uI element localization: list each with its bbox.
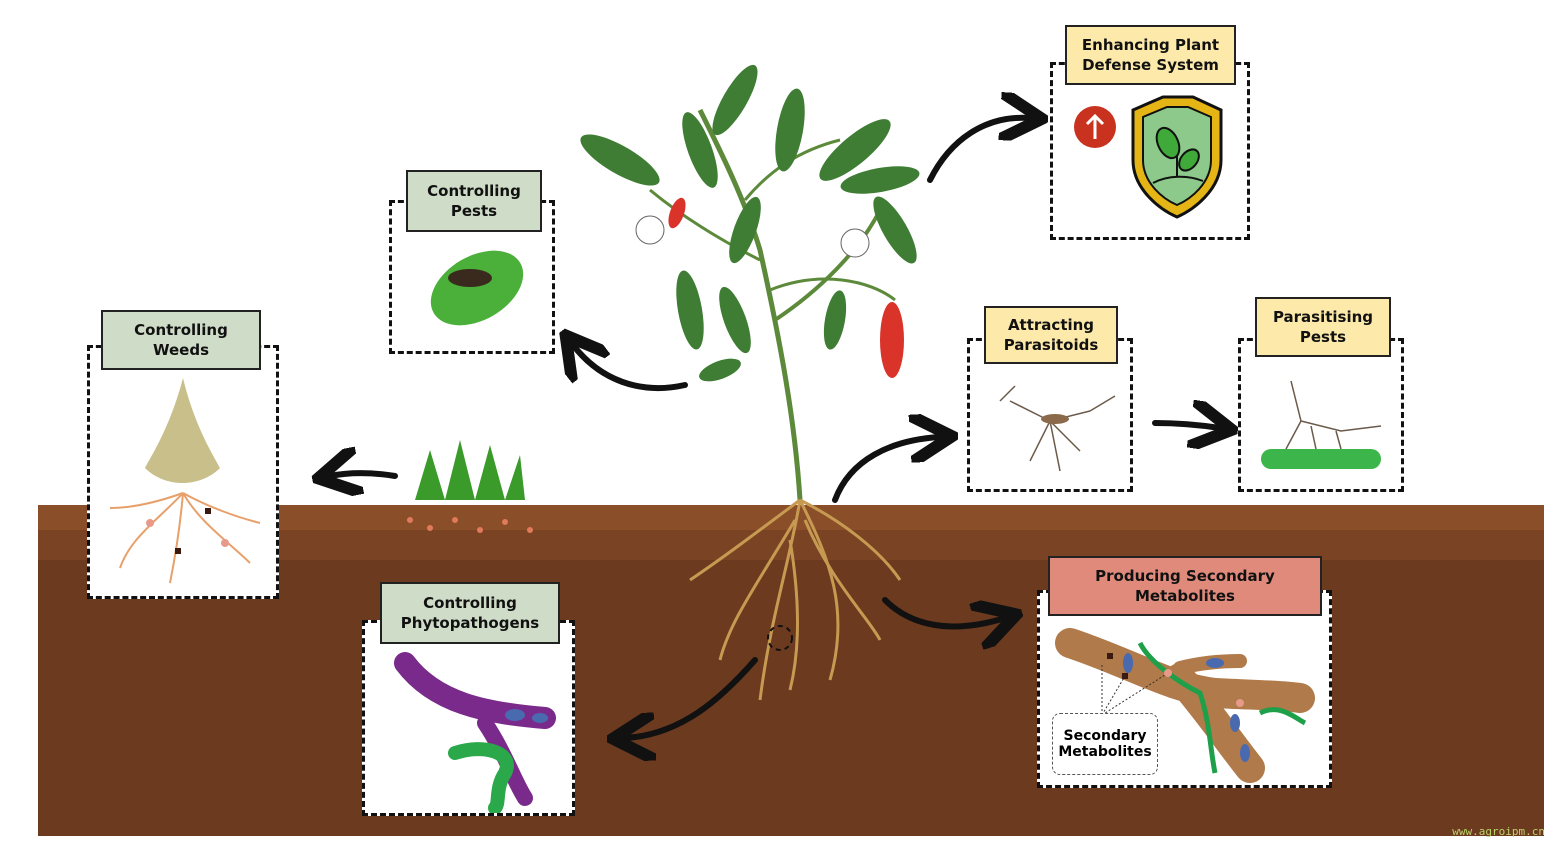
- arrow-to-pests: [573, 345, 688, 391]
- defense-illustration: [1074, 95, 1223, 219]
- label-producing-metabolites: Producing Secondary Metabolites: [1048, 556, 1322, 616]
- arrow-to-parasitising: [1152, 423, 1220, 428]
- hyphae-interaction-icon: [394, 652, 556, 813]
- label-enhancing-defense: Enhancing Plant Defense System: [1065, 25, 1236, 85]
- plant-roots: [689, 498, 902, 701]
- label-controlling-weeds: Controlling Weeds: [101, 310, 261, 370]
- card-parasitising-pests: [1238, 338, 1404, 492]
- card-controlling-phytopathogens: [362, 620, 575, 816]
- arrow-to-defense: [927, 118, 1030, 183]
- leaf-caterpillar-icon: [430, 250, 524, 326]
- card-controlling-weeds: [87, 345, 279, 599]
- metabolites-callout: Secondary Metabolites: [1052, 713, 1158, 775]
- card-enhancing-defense: [1050, 62, 1250, 240]
- label-controlling-pests: Controlling Pests: [406, 170, 542, 232]
- zoom-circle: [767, 625, 793, 651]
- arrow-to-weeds: [330, 473, 398, 476]
- label-attracting-parasitoids: Attracting Parasitoids: [984, 306, 1118, 364]
- root-metabolites-icon: [1055, 628, 1315, 783]
- arrows: [330, 118, 1220, 738]
- card-producing-metabolites: Secondary Metabolites: [1037, 590, 1332, 788]
- watermark: www.agroipm.cn: [1452, 825, 1545, 838]
- label-controlling-phytopathogens: Controlling Phytopathogens: [380, 582, 560, 644]
- wasp-on-caterpillar-icon: [1261, 380, 1382, 469]
- label-parasitising-pests: Parasitising Pests: [1255, 297, 1391, 357]
- weeds: [407, 440, 533, 533]
- arrow-to-metabolites: [882, 597, 1005, 626]
- weed-roots-icon: [109, 378, 261, 584]
- arrow-to-phytopathogens: [625, 657, 758, 738]
- parasitoid-wasp-icon: [999, 385, 1116, 472]
- pepper-plant: [580, 64, 920, 501]
- arrow-to-parasitoids: [832, 437, 940, 503]
